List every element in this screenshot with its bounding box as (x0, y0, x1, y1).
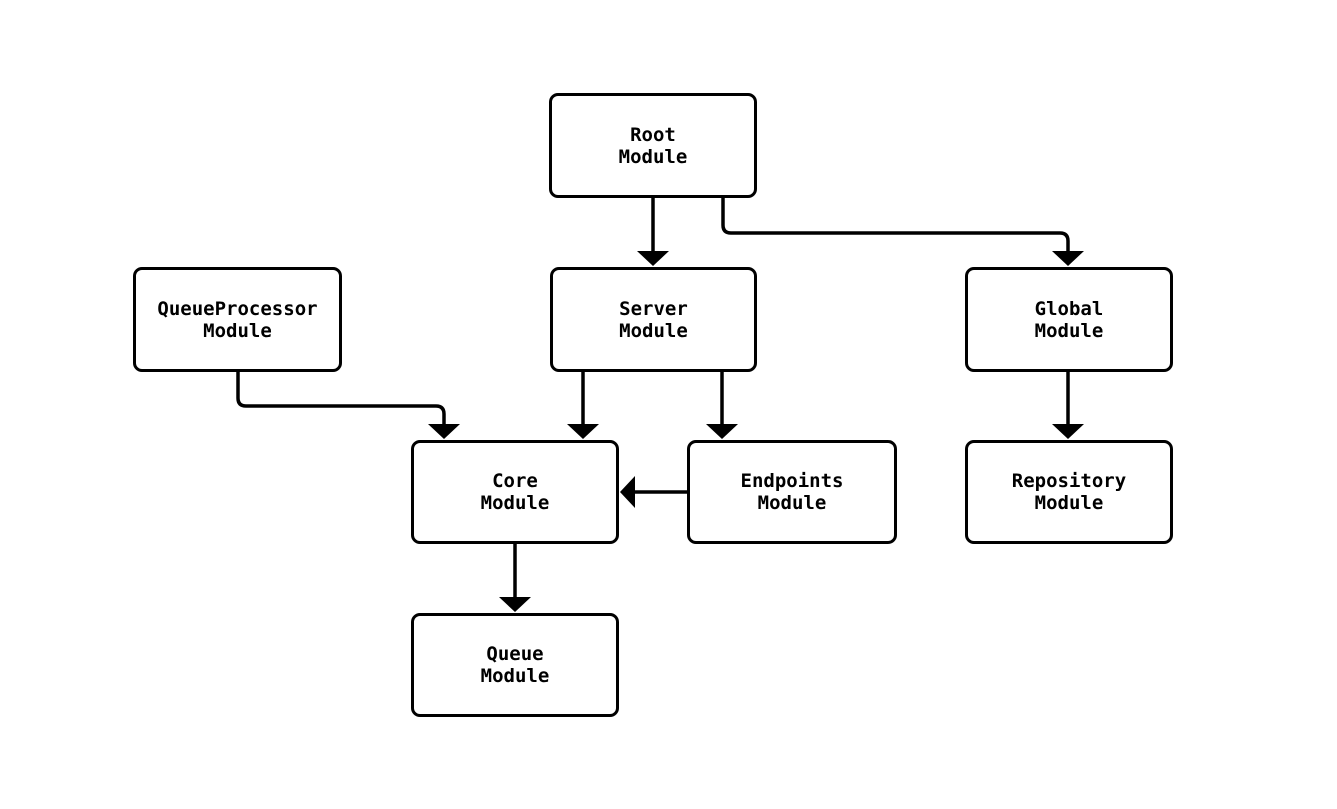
node-label-line: Root (630, 123, 676, 146)
node-label-line: QueueProcessor (157, 297, 318, 320)
node-label-line: Repository (1011, 470, 1127, 492)
node-label-line: Queue (486, 643, 544, 665)
node-label-line: Module (618, 145, 688, 168)
edge-queue-processor-to-core (236, 372, 446, 426)
node-label-line: Module (203, 319, 272, 342)
arrowhead-server-to-endpoints (706, 424, 738, 439)
node-label-line: Module (757, 492, 827, 514)
node-label-line: Core (492, 470, 538, 492)
node-label-line: Server (619, 297, 688, 320)
arrowhead-core-to-queue (499, 597, 531, 612)
node-label-line: Module (1034, 319, 1104, 342)
arrowhead-queue-processor-to-core (428, 424, 460, 439)
arrowhead-server-to-core (567, 424, 599, 439)
arrowhead-root-to-server (637, 251, 669, 266)
node-label-line: Endpoints (740, 470, 844, 492)
edge-root-to-global (721, 198, 1070, 253)
node-label-line: Module (480, 492, 550, 514)
arrowhead-global-to-repository (1052, 424, 1084, 439)
node-label-line: Module (1034, 492, 1104, 514)
node-label-line: Global (1034, 297, 1104, 320)
arrowhead-root-to-global (1052, 251, 1084, 266)
node-label-line: Module (619, 319, 688, 342)
node-label-line: Module (480, 665, 550, 687)
arrowhead-endpoints-to-core (620, 476, 635, 508)
